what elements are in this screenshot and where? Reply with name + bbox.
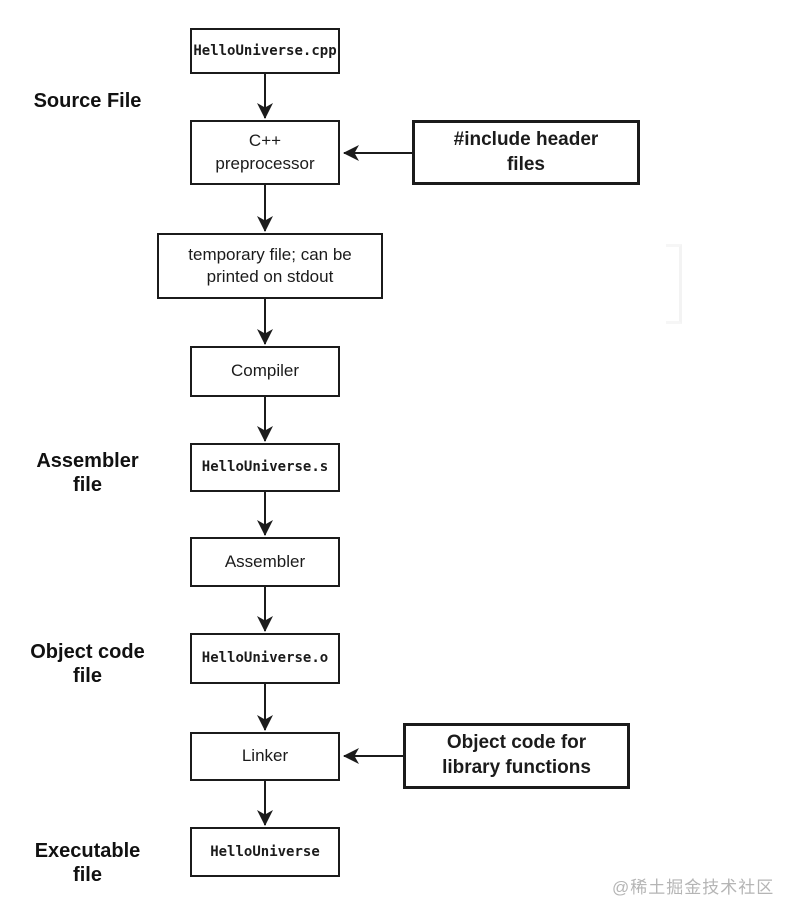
node-object-o-file: HelloUniverse.o xyxy=(190,633,340,684)
node-compiler: Compiler xyxy=(190,346,340,397)
stage-label-assembler-file: Assembler file xyxy=(36,450,139,496)
node-cpp-preprocessor: C++ preprocessor xyxy=(190,120,340,185)
stage-label-source-file: Source File xyxy=(33,90,142,112)
callout-object-code-library: Object code for library functions xyxy=(403,723,630,789)
node-source-cpp-file: HelloUniverse.cpp xyxy=(190,28,340,74)
stage-label-executable-file: Executable file xyxy=(34,840,141,886)
stage-label-object-code-file: Object code file xyxy=(30,641,145,687)
node-assembler-s-file: HelloUniverse.s xyxy=(190,443,340,492)
node-linker: Linker xyxy=(190,732,340,781)
node-temporary-file: temporary file; can be printed on stdout xyxy=(157,233,383,299)
node-executable-file: HelloUniverse xyxy=(190,827,340,877)
callout-include-headers: #include header files xyxy=(412,120,640,185)
watermark-text: @稀土掘金技术社区 xyxy=(612,878,775,897)
faint-bracket-mark xyxy=(666,244,682,324)
node-assembler: Assembler xyxy=(190,537,340,587)
